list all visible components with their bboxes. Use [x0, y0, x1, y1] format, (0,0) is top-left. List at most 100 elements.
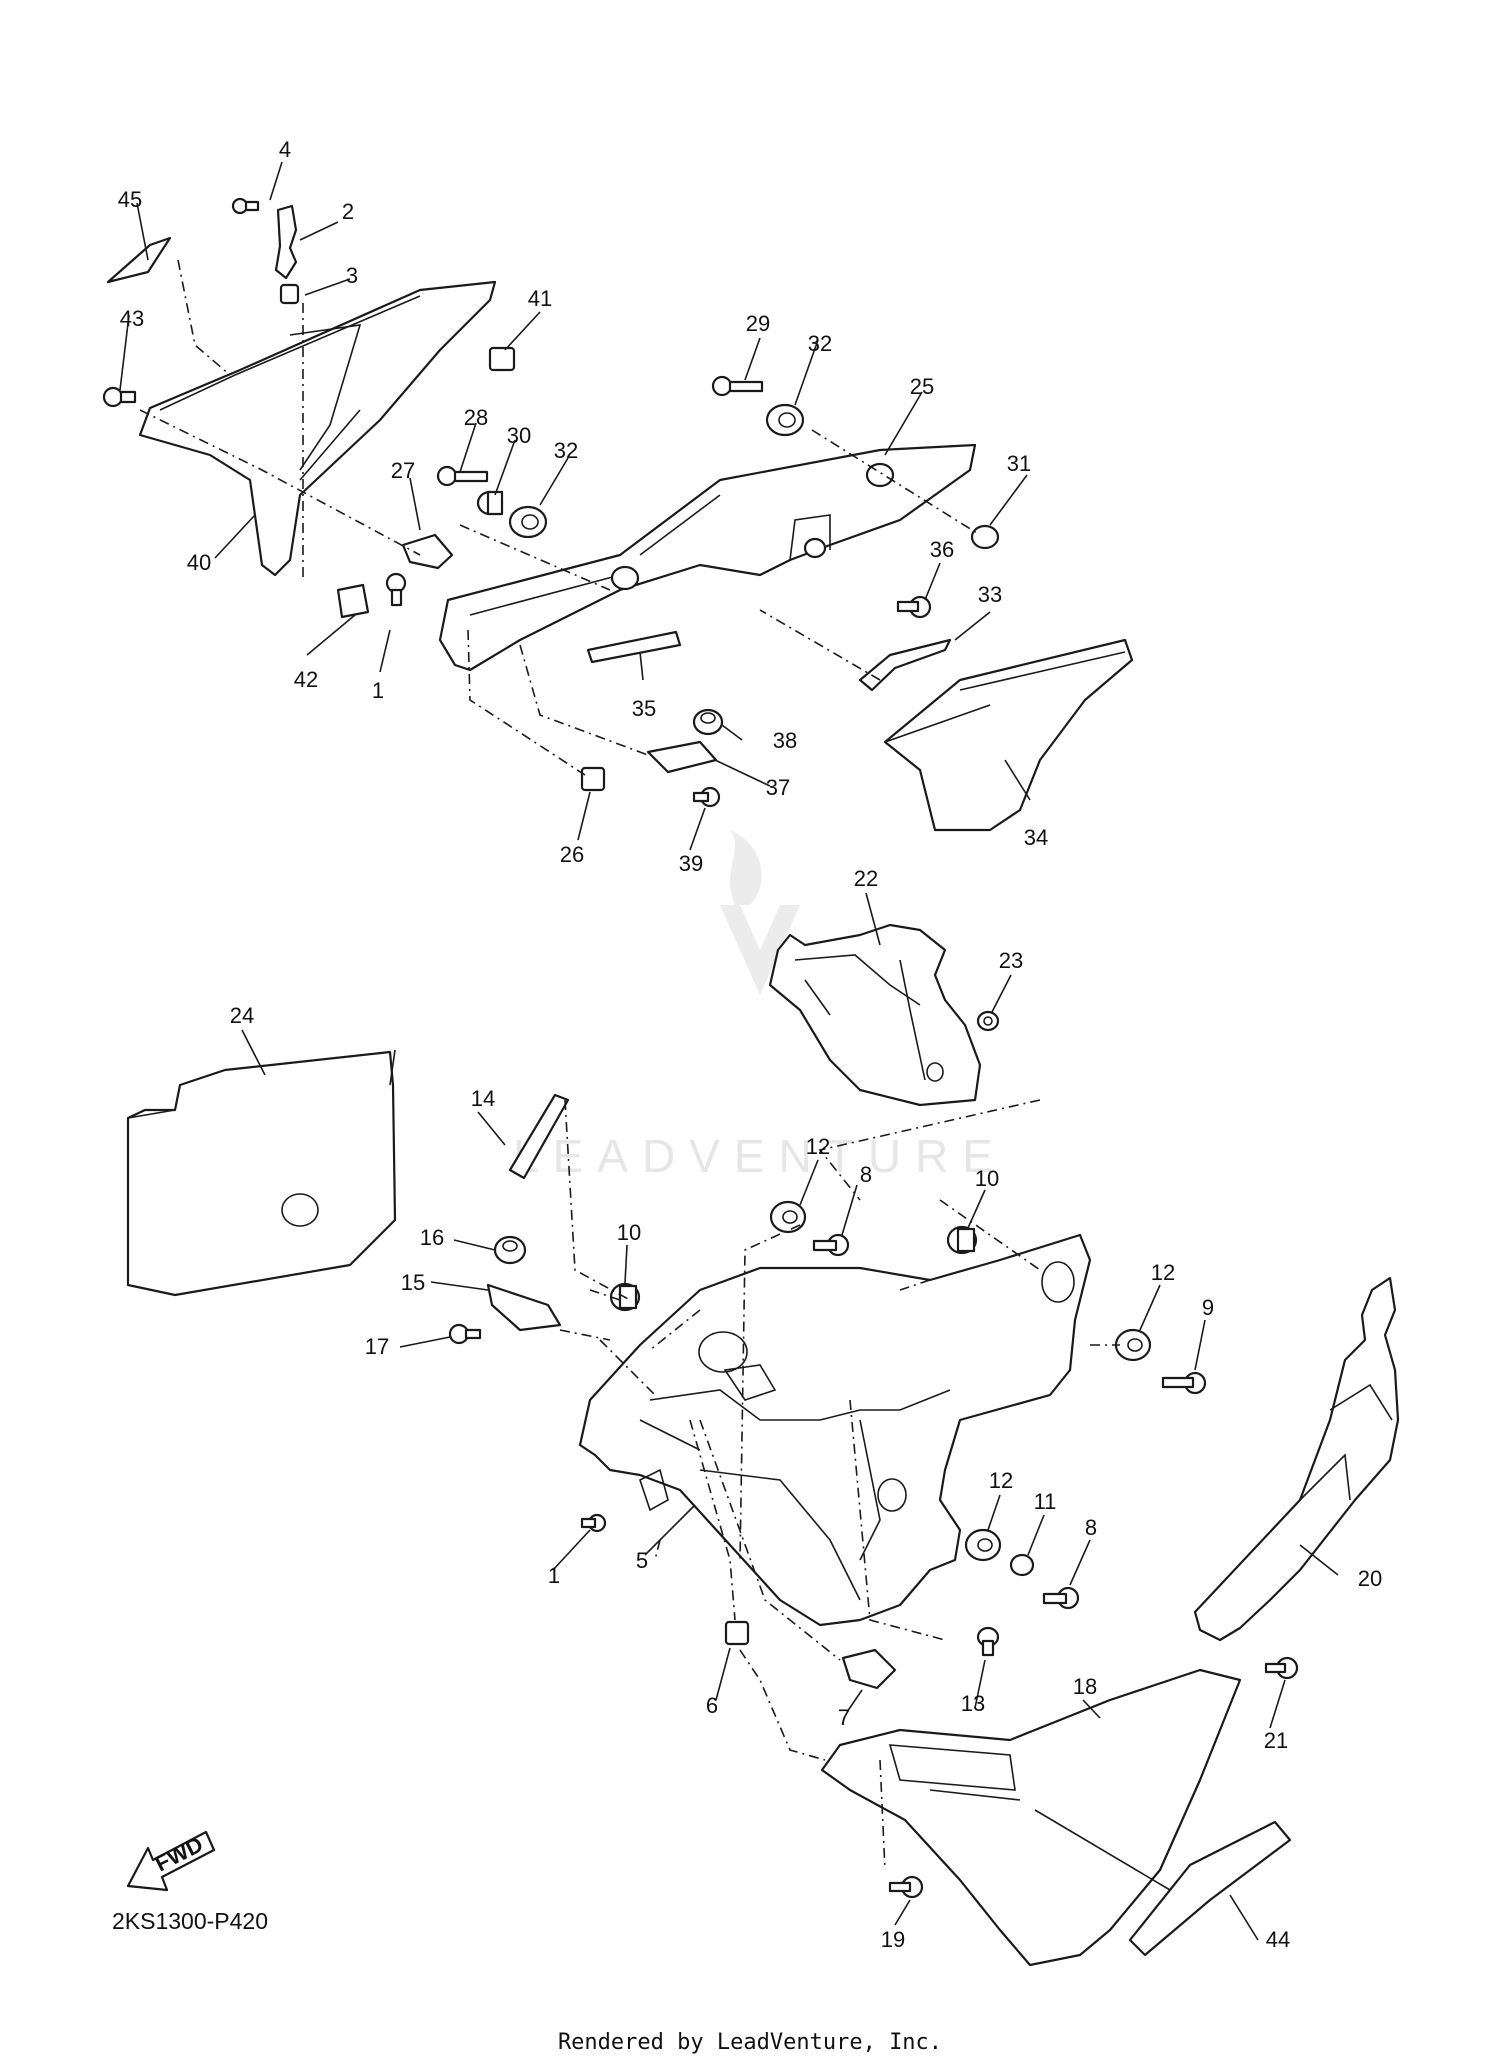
- callout-36: 36: [930, 537, 954, 562]
- diagram-code: 2KS1300-P420: [112, 1908, 269, 1934]
- callout-25: 25: [910, 374, 934, 399]
- part-24-sponge: [126, 1050, 397, 1297]
- part-33-pad: [858, 638, 952, 692]
- leadventure-watermark: LEADVENTURE: [513, 830, 1007, 1182]
- callout-32-upper: 32: [808, 331, 832, 356]
- part-19-screw: [888, 1875, 924, 1899]
- callout-17: 17: [365, 1334, 389, 1359]
- callout-32-lower: 32: [554, 438, 578, 463]
- part-10-collar-right: [946, 1225, 978, 1255]
- callout-8-lower: 8: [1085, 1515, 1097, 1540]
- callout-12-lower: 12: [989, 1468, 1013, 1493]
- part-29-bolt: [711, 375, 764, 397]
- part-1-screw-lower: [580, 1513, 607, 1533]
- callout-12-right: 12: [1151, 1260, 1175, 1285]
- part-21-screw: [1264, 1656, 1299, 1680]
- callout-42: 42: [294, 667, 318, 692]
- part-38-grommet: [692, 708, 724, 736]
- callout-30: 30: [507, 423, 531, 448]
- callout-26: 26: [560, 842, 584, 867]
- callout-23: 23: [999, 948, 1023, 973]
- part-17-screw: [448, 1323, 482, 1345]
- callout-34: 34: [1024, 825, 1048, 850]
- part-11-collar: [1009, 1553, 1035, 1577]
- callout-12-top: 12: [806, 1134, 830, 1159]
- part-32-grommet-lower: [508, 505, 548, 539]
- callout-28: 28: [464, 405, 488, 430]
- callout-10-left: 10: [617, 1220, 641, 1245]
- part-28-bolt: [436, 465, 489, 487]
- callout-31: 31: [1007, 451, 1031, 476]
- part-20-panel: [1193, 1276, 1400, 1642]
- callout-16: 16: [420, 1225, 444, 1250]
- callout-22: 22: [854, 866, 878, 891]
- callout-37: 37: [766, 775, 790, 800]
- callout-3: 3: [346, 263, 358, 288]
- callout-8-top: 8: [860, 1162, 872, 1187]
- part-34-cover: [883, 638, 1134, 832]
- callout-35: 35: [632, 696, 656, 721]
- callout-18: 18: [1073, 1674, 1097, 1699]
- part-9-bolt: [1161, 1371, 1207, 1395]
- callout-19: 19: [881, 1927, 905, 1952]
- callout-15: 15: [401, 1270, 425, 1295]
- callout-7: 7: [838, 1705, 850, 1730]
- callout-14: 14: [471, 1086, 495, 1111]
- callout-38: 38: [773, 728, 797, 753]
- part-15-bracket: [486, 1283, 562, 1332]
- part-23-nut: [976, 1010, 1000, 1032]
- part-22-duct: [768, 923, 982, 1107]
- part-14-strip: [508, 1093, 570, 1180]
- part-43-screw: [102, 386, 137, 408]
- part-45-decal: [106, 236, 172, 284]
- part-31-collar: [970, 524, 1000, 550]
- callout-numbers: 4 2 3 45 43 41 40 42 1 29 32 25 28 30 32…: [118, 137, 1382, 1952]
- callout-27: 27: [391, 458, 415, 483]
- callout-4: 4: [279, 137, 291, 162]
- part-26-nut: [580, 766, 606, 792]
- callout-9: 9: [1202, 1295, 1214, 1320]
- part-37-bracket: [646, 740, 718, 774]
- part-8-bolt-top: [812, 1233, 850, 1257]
- part-4-screw: [231, 197, 260, 215]
- part-30-collar: [476, 490, 504, 516]
- watermark-text: LEADVENTURE: [513, 1130, 1007, 1182]
- part-12-grommet-right: [1114, 1328, 1152, 1362]
- callout-45: 45: [118, 187, 142, 212]
- callout-13: 13: [961, 1691, 985, 1716]
- part-32-grommet-upper: [765, 403, 805, 437]
- callout-10-right: 10: [975, 1166, 999, 1191]
- callout-21: 21: [1264, 1728, 1288, 1753]
- part-8-bolt-lower: [1042, 1586, 1080, 1610]
- upper-leader-lines: [119, 161, 1031, 851]
- part-12-grommet-lower: [964, 1528, 1002, 1562]
- callout-39: 39: [679, 851, 703, 876]
- callout-5: 5: [636, 1548, 648, 1573]
- part-1-screw-upper: [385, 572, 407, 607]
- part-12-grommet-top: [769, 1200, 807, 1234]
- callout-29: 29: [746, 311, 770, 336]
- part-27-clip: [401, 533, 454, 570]
- part-2-bracket: [274, 204, 298, 280]
- callout-2: 2: [342, 199, 354, 224]
- callout-11: 11: [1034, 1489, 1057, 1514]
- callout-1-upper: 1: [372, 678, 384, 703]
- part-16-grommet: [493, 1235, 527, 1265]
- part-44-decal: [1128, 1820, 1292, 1957]
- part-3-damper: [279, 283, 300, 305]
- part-18-fairing: [820, 1668, 1242, 1967]
- fwd-label: FWD: [151, 1831, 207, 1876]
- rendered-by-footer: Rendered by LeadVenture, Inc.: [557, 2030, 943, 2055]
- part-36-bolt: [896, 595, 932, 619]
- part-35-strip: [586, 630, 682, 664]
- part-42-pad: [336, 583, 370, 619]
- callout-41: 41: [528, 286, 552, 311]
- callout-6: 6: [706, 1693, 718, 1718]
- lower-leader-lines: [241, 892, 1339, 1941]
- part-39-screw: [692, 786, 721, 808]
- part-5-cowl: [578, 1233, 1092, 1627]
- callout-24: 24: [230, 1003, 254, 1028]
- callout-40: 40: [187, 550, 211, 575]
- callout-43: 43: [120, 306, 144, 331]
